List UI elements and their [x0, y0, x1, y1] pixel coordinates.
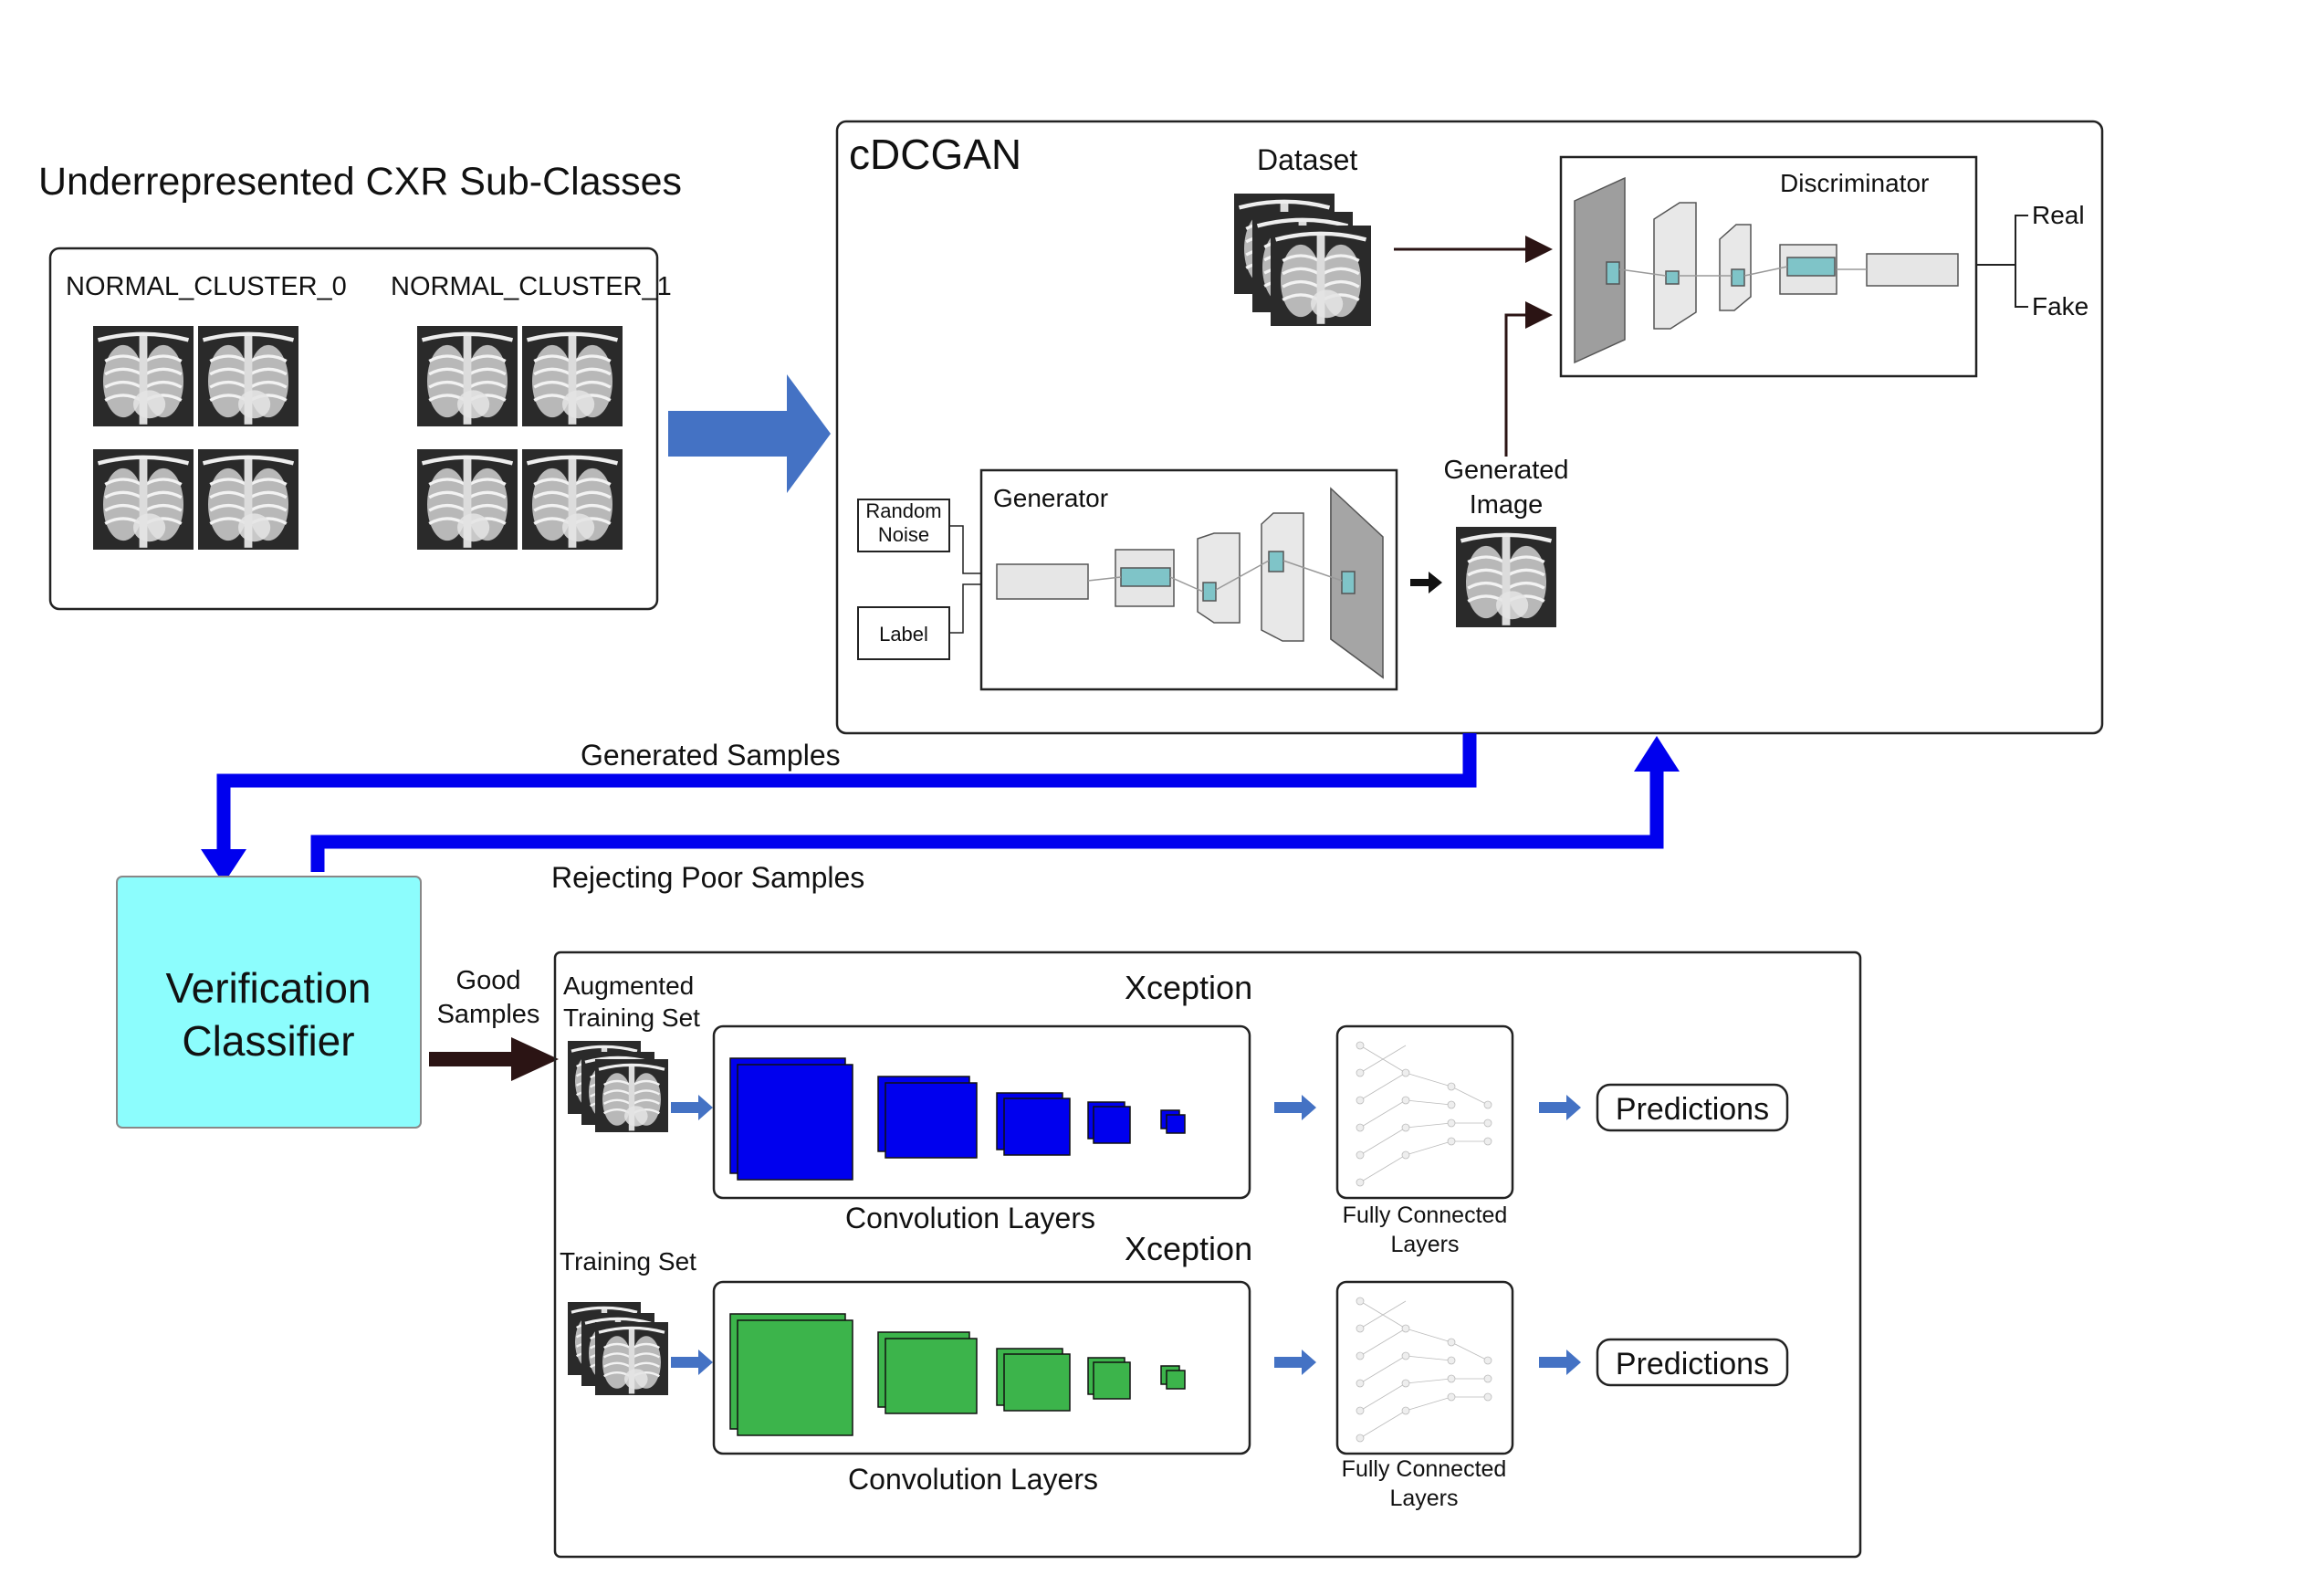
- big-flow-arrow: [668, 374, 831, 493]
- sub-classes-box: [48, 247, 659, 611]
- rejecting-samples-arrowhead: [1634, 736, 1680, 772]
- xray-image: [522, 449, 623, 550]
- discriminator-label: Discriminator: [1780, 169, 1929, 197]
- xray-image: [417, 449, 518, 550]
- generated-samples-arrow: [216, 733, 1477, 854]
- conv-layers-top: [729, 1057, 1186, 1181]
- cluster0-label: NORMAL_CLUSTER_0: [66, 272, 347, 301]
- conv-to-fc-arrow-bottom: [1274, 1350, 1316, 1375]
- xception-top-label: Xception: [1125, 969, 1252, 1006]
- generated-samples-arrowhead: [201, 849, 246, 884]
- real-label: Real: [2032, 201, 2085, 229]
- training-images: [568, 1302, 668, 1395]
- fc-top-line1: Fully Connected: [1343, 1203, 1508, 1228]
- xray-image: [595, 1322, 668, 1395]
- verification-line2: Classifier: [182, 1017, 354, 1065]
- rejecting-samples-label: Rejecting Poor Samples: [551, 861, 864, 894]
- generated-image-line1: Generated: [1443, 456, 1568, 485]
- predictions-top-label: Predictions: [1616, 1092, 1769, 1127]
- conv-layers-bottom: [729, 1313, 1186, 1436]
- generated-image-line2: Image: [1470, 490, 1544, 520]
- predictions-box-bottom: [1596, 1338, 1789, 1387]
- xray-image: [198, 449, 298, 550]
- fc-network-bottom: [1356, 1297, 1492, 1443]
- label-box-text: Label: [879, 623, 928, 646]
- augmented-line1: Augmented: [563, 972, 694, 1000]
- cdcgan-title: cDCGAN: [849, 131, 1021, 178]
- fc-network-top: [1356, 1041, 1492, 1187]
- good-samples-arrow: [429, 1037, 559, 1081]
- input-arrow-bottom: [671, 1350, 713, 1375]
- real-fake-bracket: [1976, 215, 2028, 308]
- xception-bottom-label: Xception: [1125, 1230, 1252, 1267]
- rejecting-samples-arrow: [310, 767, 1664, 872]
- generator-label: Generator: [993, 484, 1108, 512]
- discriminator-box: [1559, 155, 1978, 378]
- dataset-images: [1234, 194, 1371, 326]
- cluster0-images: [93, 326, 298, 550]
- good-samples-line2: Samples: [437, 1000, 540, 1029]
- noise-connector: [949, 525, 980, 574]
- left-panel-title: Underrepresented CXR Sub-Classes: [38, 160, 682, 204]
- fc-bottom-line1: Fully Connected: [1342, 1456, 1507, 1482]
- input-arrow-top: [671, 1095, 713, 1120]
- conv-layers-bottom-label: Convolution Layers: [848, 1463, 1098, 1496]
- xray-image: [417, 326, 518, 426]
- fc-bottom-line2: Layers: [1389, 1486, 1458, 1511]
- verification-classifier-box: [116, 876, 422, 1129]
- cluster1-label: NORMAL_CLUSTER_1: [391, 272, 672, 301]
- fc-box-top: [1335, 1024, 1514, 1200]
- dataset-label: Dataset: [1257, 143, 1357, 176]
- conv-layers-top-label: Convolution Layers: [845, 1202, 1095, 1234]
- xray-image: [93, 326, 194, 426]
- fc-top-line2: Layers: [1390, 1232, 1459, 1257]
- generated-xray-image: [1456, 527, 1556, 627]
- xray-image: [198, 326, 298, 426]
- xray-image: [1271, 226, 1371, 326]
- augmented-images: [568, 1041, 668, 1132]
- cluster1-images: [417, 326, 623, 550]
- cdcgan-box: [835, 120, 2104, 735]
- verification-line1: Verification: [165, 964, 371, 1012]
- good-samples-line1: Good: [456, 966, 521, 995]
- generated-samples-label: Generated Samples: [581, 739, 841, 772]
- xception-panel-box: [553, 951, 1862, 1559]
- fc-to-predictions-arrow-top: [1539, 1095, 1581, 1120]
- xray-image: [93, 449, 194, 550]
- predictions-bottom-label: Predictions: [1616, 1347, 1769, 1381]
- generator-box: [979, 468, 1398, 691]
- xray-image: [522, 326, 623, 426]
- random-noise-line1: Random: [865, 499, 941, 522]
- xray-image: [595, 1059, 668, 1132]
- augmented-line2: Training Set: [563, 1003, 700, 1032]
- discriminator-layers: [1574, 176, 1959, 364]
- fc-box-bottom: [1335, 1280, 1514, 1455]
- generator-output-arrow: [1410, 572, 1442, 593]
- label-connector: [949, 583, 980, 634]
- fake-label: Fake: [2032, 292, 2088, 320]
- random-noise-line2: Noise: [878, 523, 929, 546]
- training-set-label: Training Set: [560, 1247, 696, 1276]
- fc-to-predictions-arrow-bottom: [1539, 1350, 1581, 1375]
- conv-box-bottom: [712, 1280, 1251, 1455]
- generator-layers: [996, 487, 1384, 679]
- conv-to-fc-arrow-top: [1274, 1095, 1316, 1120]
- predictions-box-top: [1596, 1083, 1789, 1132]
- generated-to-discriminator-arrow: [1504, 301, 1553, 457]
- conv-box-top: [712, 1024, 1251, 1200]
